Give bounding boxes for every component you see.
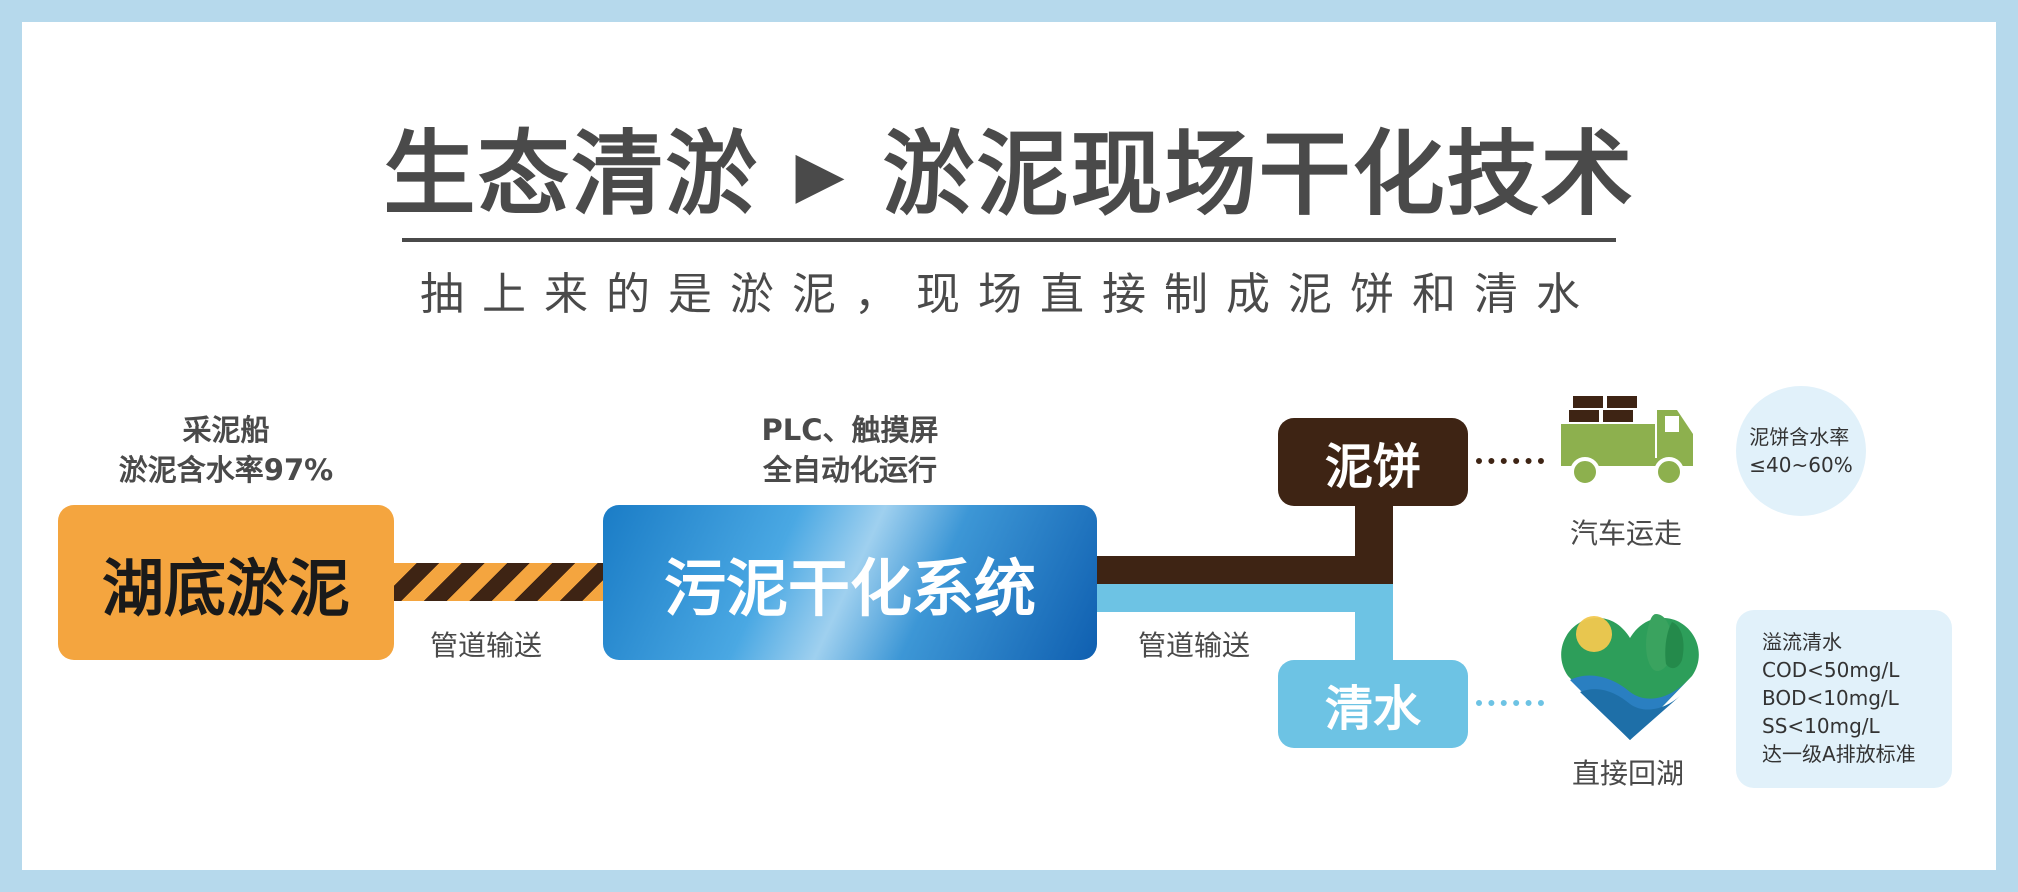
source-caption: 采泥船 淤泥含水率97% — [58, 410, 394, 490]
pipe-label-2: 管道输送 — [1138, 629, 1251, 662]
cake-note-line2: ≤40~60% — [1749, 453, 1853, 477]
sludge-drying-system-box: 污泥干化系统 — [603, 505, 1097, 660]
truck-caption: 汽车运走 — [1570, 517, 1683, 550]
water-note-line: SS<10mg/L — [1762, 714, 1880, 738]
cake-dotted-connector — [1476, 458, 1544, 464]
system-caption: PLC、触摸屏 全自动化运行 — [603, 410, 1097, 490]
title-divider — [402, 238, 1616, 242]
water-dotted-connector — [1476, 700, 1544, 706]
cake-note-line1: 泥饼含水率 — [1749, 425, 1850, 449]
system-caption-line2: 全自动化运行 — [762, 453, 937, 487]
water-note-line: BOD<10mg/L — [1762, 686, 1899, 710]
water-note-line: 达一级A排放标准 — [1762, 742, 1916, 766]
source-caption-line1: 采泥船 — [182, 413, 270, 447]
cake-pipe-vertical — [1355, 498, 1393, 584]
truck-icon — [1561, 396, 1693, 487]
mud-cake-box: 泥饼 — [1278, 418, 1468, 506]
lake-heart-icon — [1561, 614, 1699, 740]
title-right: 淤泥现场干化技术 — [882, 121, 1635, 228]
water-quality-note: 溢流清水 COD<50mg/L BOD<10mg/L SS<10mg/L 达一级… — [1736, 610, 1952, 788]
source-caption-line2: 淤泥含水率97% — [118, 453, 334, 487]
system-caption-line1: PLC、触摸屏 — [761, 413, 939, 447]
cake-pipe-horizontal — [1097, 556, 1393, 584]
water-pipe-vertical — [1355, 584, 1393, 666]
water-note-line: COD<50mg/L — [1762, 658, 1900, 682]
pipe-label-1: 管道输送 — [430, 629, 543, 662]
page-title: 生态清淤 ▶ 淤泥现场干化技术 — [0, 100, 2018, 233]
lake-sludge-box: 湖底淤泥 — [58, 505, 394, 660]
title-arrow-icon: ▶ — [795, 138, 847, 212]
water-note-line: 溢流清水 — [1762, 630, 1842, 654]
pipe-stripe — [394, 563, 603, 601]
water-pipe-horizontal — [1097, 584, 1393, 612]
title-left: 生态清淤 — [383, 121, 760, 228]
page-subtitle: 抽上来的是淤泥，现场直接制成泥饼和清水 — [420, 269, 1598, 320]
lake-caption: 直接回湖 — [1572, 757, 1685, 790]
clear-water-box: 清水 — [1278, 660, 1468, 748]
cake-moisture-note: 泥饼含水率 ≤40~60% — [1736, 386, 1866, 516]
